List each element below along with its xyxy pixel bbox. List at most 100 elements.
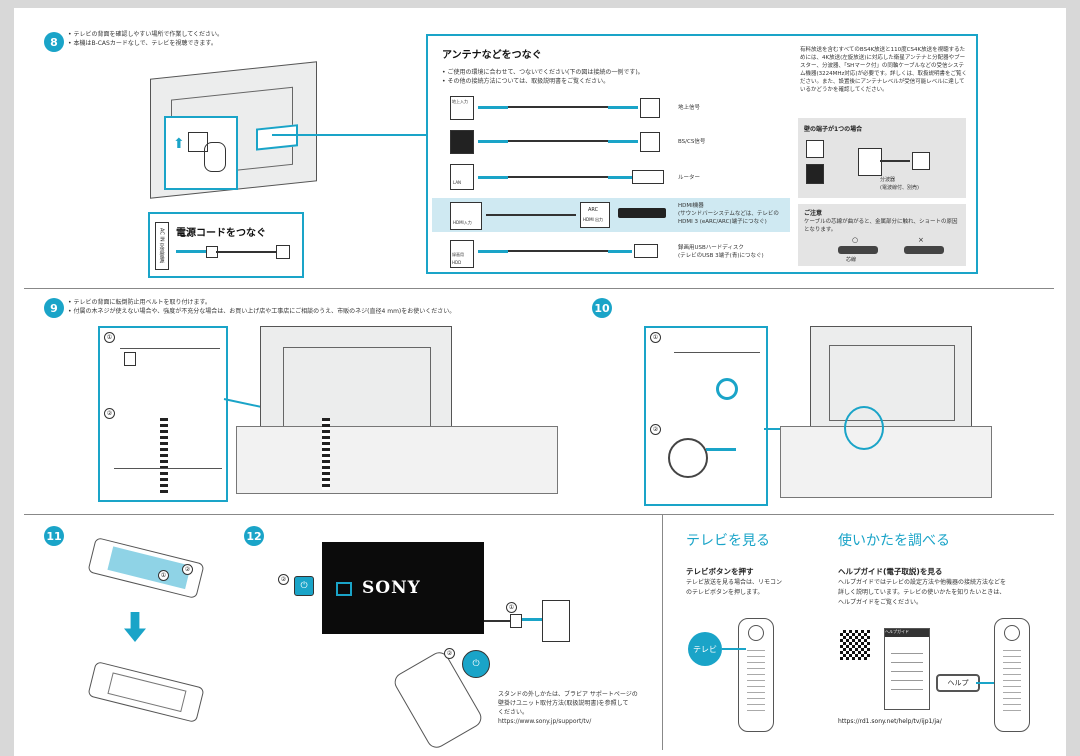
note-line: テレビの背面を確認しやすい場所で作業してください。: [68, 30, 368, 39]
wall-terminal-box: 壁の端子が1つの場合 分波器 (電波線付、別売): [798, 118, 966, 198]
row-label-router: ルーター: [678, 175, 701, 181]
section-divider: [24, 288, 1054, 289]
bracket-icon: [124, 352, 136, 366]
note-line: 壁掛けユニット取付方法(取扱説明書)を参照して: [498, 700, 629, 707]
step-8-badge: 8: [44, 32, 64, 52]
note-line: ご使用の環境に合わせて、つないでください(下の図は接続の一例です)。: [442, 68, 692, 77]
hdmi-port: HDMI入力: [450, 202, 482, 230]
step-10-detail-box: ① ②: [644, 326, 768, 506]
coax-cable: [508, 106, 608, 108]
remote-illustration: [738, 618, 774, 732]
sub-step-2: ②: [104, 408, 115, 419]
hdmi-out-label: HDMI 出力: [583, 217, 603, 222]
power-indicator: [336, 582, 352, 596]
support-url[interactable]: https://www.sony.jp/support/tv/: [498, 718, 592, 725]
help-url[interactable]: https://rd1.sony.net/help/tv/ijp1/ja/: [838, 718, 942, 725]
power-glyph: ⏻: [300, 581, 308, 591]
row-label-bs: BS/CS信号: [678, 139, 706, 145]
tv-rack: [780, 426, 992, 498]
splitter-icon: [858, 148, 882, 176]
row-label-usb: 録画用USBハードディスク (テレビのUSB 3端子(青)につなぐ): [678, 245, 764, 259]
device-label: 録画用HDD: [452, 252, 464, 265]
power-cord-box: 電源コードをつなぐ AC IN 交流電源: [148, 212, 304, 278]
wall-jack-icon: [640, 98, 660, 118]
hand-icon: [204, 142, 226, 172]
step-9-notes: テレビの背面に転倒防止用ベルトを取り付けます。 付属の木ネジが使えない場合や、強…: [68, 298, 528, 316]
qr-code-icon[interactable]: [840, 630, 870, 660]
tv-rack: [236, 426, 558, 494]
arrow-right-icon: [608, 106, 638, 109]
tv-front-illustration: SONY: [322, 542, 484, 634]
plug-icon: [276, 245, 290, 259]
sub-step-2: ②: [650, 424, 661, 435]
arrow-left-icon: [478, 176, 508, 179]
ac-in-label: AC IN 交流電源: [155, 222, 169, 270]
callout-line: [272, 134, 432, 136]
arc-label: ARC: [588, 207, 599, 213]
help-guide-list: [891, 645, 923, 695]
note-line: ください。: [498, 709, 529, 716]
step-12-badge: 12: [244, 526, 264, 546]
step-9-badge: 9: [44, 298, 64, 318]
battery-cover: [107, 546, 191, 590]
watch-tv-subtitle: テレビボタンを押す: [686, 567, 754, 576]
antenna-notes: ご使用の環境に合わせて、つないでください(下の図は接続の一例です)。 その他の接…: [442, 68, 692, 86]
bs-port: [806, 164, 824, 184]
core-label: 芯線: [846, 257, 857, 263]
text-line: ヘルプガイドではテレビの設定方法や他機器の接続方法などを: [838, 579, 1007, 586]
power-cable: [216, 251, 276, 253]
caution-box: ご注意 ケーブルの芯線が曲がると、金属部分に触れ、ショートの原因となります。 ○…: [798, 204, 966, 266]
callout-line: [722, 648, 746, 650]
tv-back-panel: [829, 345, 955, 421]
arrow-right-icon: [608, 176, 638, 179]
step-10-badge: 10: [592, 298, 612, 318]
manual-page: 8 テレビの背面を確認しやすい場所で作業してください。 本機はB-CASカードな…: [14, 8, 1066, 756]
note-line: その他の接続方法については、取扱説明書をご覧ください。: [442, 77, 692, 86]
note-line: テレビの背面に転倒防止用ベルトを取り付けます。: [68, 298, 528, 307]
text-line: ヘルプガイドをご覧ください。: [838, 599, 923, 606]
note-line: 付属の木ネジが使えない場合や、強度が不充分な場合は、お買い上げ店や工事店にご相談…: [68, 307, 528, 316]
tv-back-edge: [120, 348, 220, 389]
sub-step-2: ②: [278, 574, 289, 585]
text-line: のテレビボタンを押します。: [686, 589, 764, 596]
tv-back-panel: [283, 347, 431, 429]
power-cable: [484, 620, 510, 622]
callout-line: [976, 682, 994, 684]
text-line: テレビ放送を見る場合は、リモコン: [686, 579, 783, 586]
sub-step-1: ①: [506, 602, 517, 613]
sub-step-2: ②: [182, 564, 193, 575]
usb-hdd-port: 録画用HDD: [450, 240, 474, 268]
power-port-zoom: ⬆: [164, 116, 238, 190]
device-label: 地上入力: [452, 99, 468, 104]
remote-power-button-icon: ⏻: [462, 650, 490, 678]
arc-port: ARC HDMI 出力: [580, 202, 610, 228]
wall-terminal-title: 壁の端子が1つの場合: [804, 126, 863, 133]
remote-illustration: [994, 618, 1030, 732]
step-8-notes: テレビの背面を確認しやすい場所で作業してください。 本機はB-CASカードなしで…: [68, 30, 368, 48]
remote-dpad: [1004, 625, 1020, 641]
help-guide-screen: ヘルプガイド: [884, 628, 930, 710]
wall-jack-icon: [912, 152, 930, 170]
coax-connector-ok: [838, 246, 878, 254]
column-divider: [662, 514, 663, 750]
tv-button-icon: テレビ: [688, 632, 722, 666]
arrow-right-icon: [522, 618, 542, 621]
sub-step-1: ①: [104, 332, 115, 343]
antenna-info-text: 有料放送を含むすべてのBS4K放送と110度CS4K放送を視聴するためには、4K…: [800, 47, 968, 93]
coax-cable: [880, 160, 910, 162]
section-divider: [24, 514, 1054, 515]
lan-cable: [508, 176, 608, 178]
power-glyph: ⏻: [472, 659, 480, 669]
stand-removal-note: スタンドの外しかたは、ブラビア サポートページの 壁掛けユニット取付方法(取扱説…: [498, 690, 668, 726]
splitter-label: 分波器 (電波線付、別売): [880, 177, 919, 191]
ng-mark: ×: [918, 236, 924, 244]
device-label: HDMI入力: [453, 220, 472, 225]
arrow-left-icon: [478, 250, 508, 253]
antenna-box: アンテナなどをつなぐ ご使用の環境に合わせて、つないでください(下の図は接続の一…: [426, 34, 978, 274]
arrow-left-icon: [478, 106, 508, 109]
remote-buttons: [1003, 645, 1021, 715]
step-11-badge: 11: [44, 526, 64, 546]
power-button-icon: ⏻: [294, 576, 314, 596]
row-label-terrestrial: 地上信号: [678, 105, 701, 111]
remote-buttons: [747, 645, 765, 715]
